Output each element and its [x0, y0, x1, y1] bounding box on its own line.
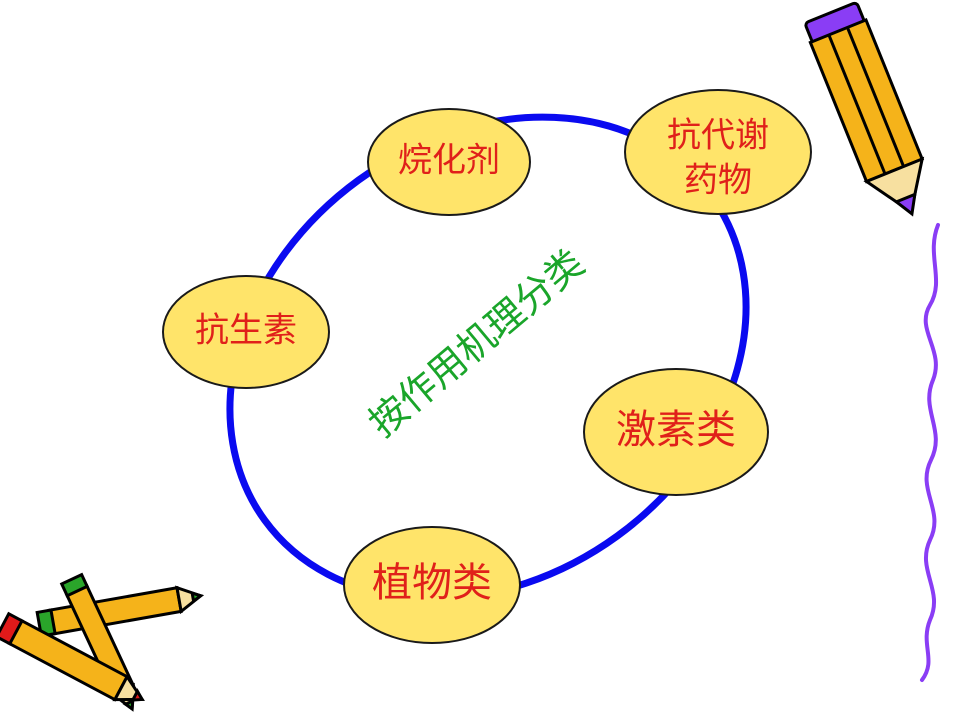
node-antimetabolite[interactable]: 抗代谢 药物: [624, 89, 812, 215]
pencils-bottom-left-icon: [0, 572, 205, 712]
node-label: 激素类: [616, 407, 736, 453]
pencil-stripe: [827, 34, 887, 175]
node-label: 抗生素: [195, 311, 297, 351]
node-bubble: [162, 275, 330, 389]
node-bubble: [367, 108, 531, 216]
squiggle-line-icon: [920, 223, 940, 682]
center-label: 按作用机理分类: [360, 241, 592, 446]
node-alkylating[interactable]: 烷化剂: [367, 108, 531, 216]
pencil-top-right-icon: [804, 1, 925, 217]
node-bubble: [624, 89, 812, 215]
node-plant[interactable]: 植物类: [343, 526, 521, 644]
node-label: 植物类: [372, 560, 492, 606]
node-antibiotic[interactable]: 抗生素: [162, 275, 330, 389]
pencil-lead: [893, 191, 917, 217]
pencil-stripe: [846, 26, 906, 168]
node-bubble: [583, 368, 769, 496]
node-label-line1: 抗代谢: [667, 116, 769, 156]
pencil-body: [808, 17, 925, 184]
node-label-line2: 药物: [684, 161, 752, 201]
node-hormone[interactable]: 激素类: [583, 368, 769, 496]
node-label: 烷化剂: [398, 141, 500, 181]
node-bubble: [343, 526, 521, 644]
